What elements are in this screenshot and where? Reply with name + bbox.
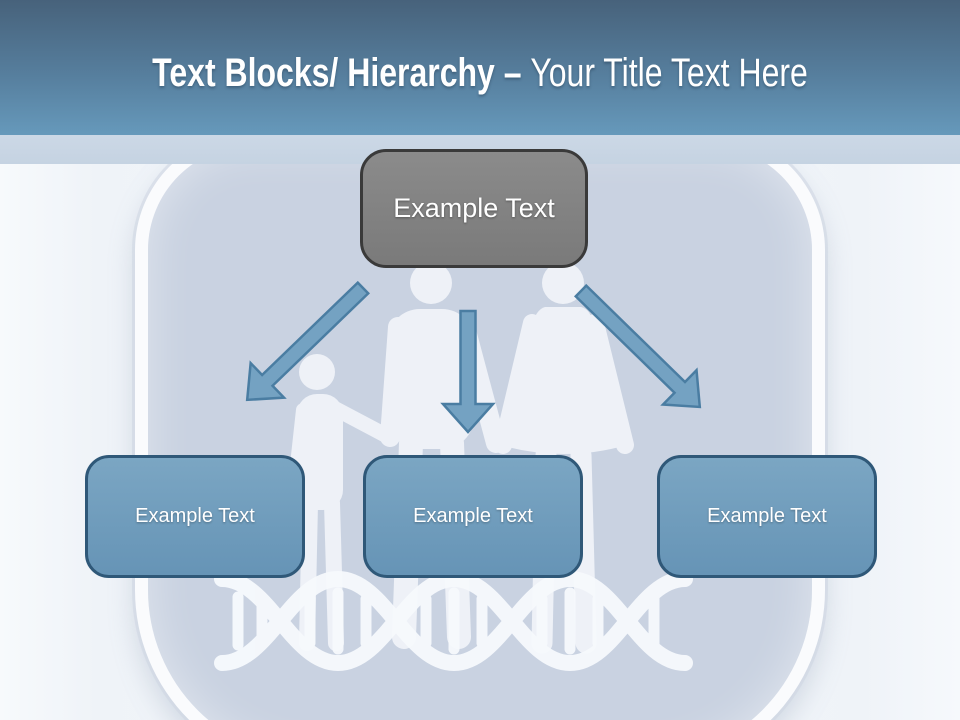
child-text-block-3[interactable]: Example Text — [657, 455, 877, 578]
slide-title-regular: Your Title Text Here — [530, 51, 808, 95]
child-text-block-2-label: Example Text — [413, 505, 533, 527]
slide-title[interactable]: Text Blocks/ Hierarchy – Your Title Text… — [96, 0, 864, 135]
slide-title-bold: Text Blocks/ Hierarchy – — [152, 51, 522, 95]
root-text-block[interactable]: Example Text — [360, 149, 588, 268]
child-text-block-1[interactable]: Example Text — [85, 455, 305, 578]
dna-helix-icon — [214, 570, 693, 672]
child-text-block-1-label: Example Text — [135, 505, 255, 527]
header-bar — [0, 0, 960, 135]
root-text-block-label: Example Text — [393, 193, 555, 223]
child-text-block-3-label: Example Text — [707, 505, 827, 527]
child-text-block-2[interactable]: Example Text — [363, 455, 583, 578]
